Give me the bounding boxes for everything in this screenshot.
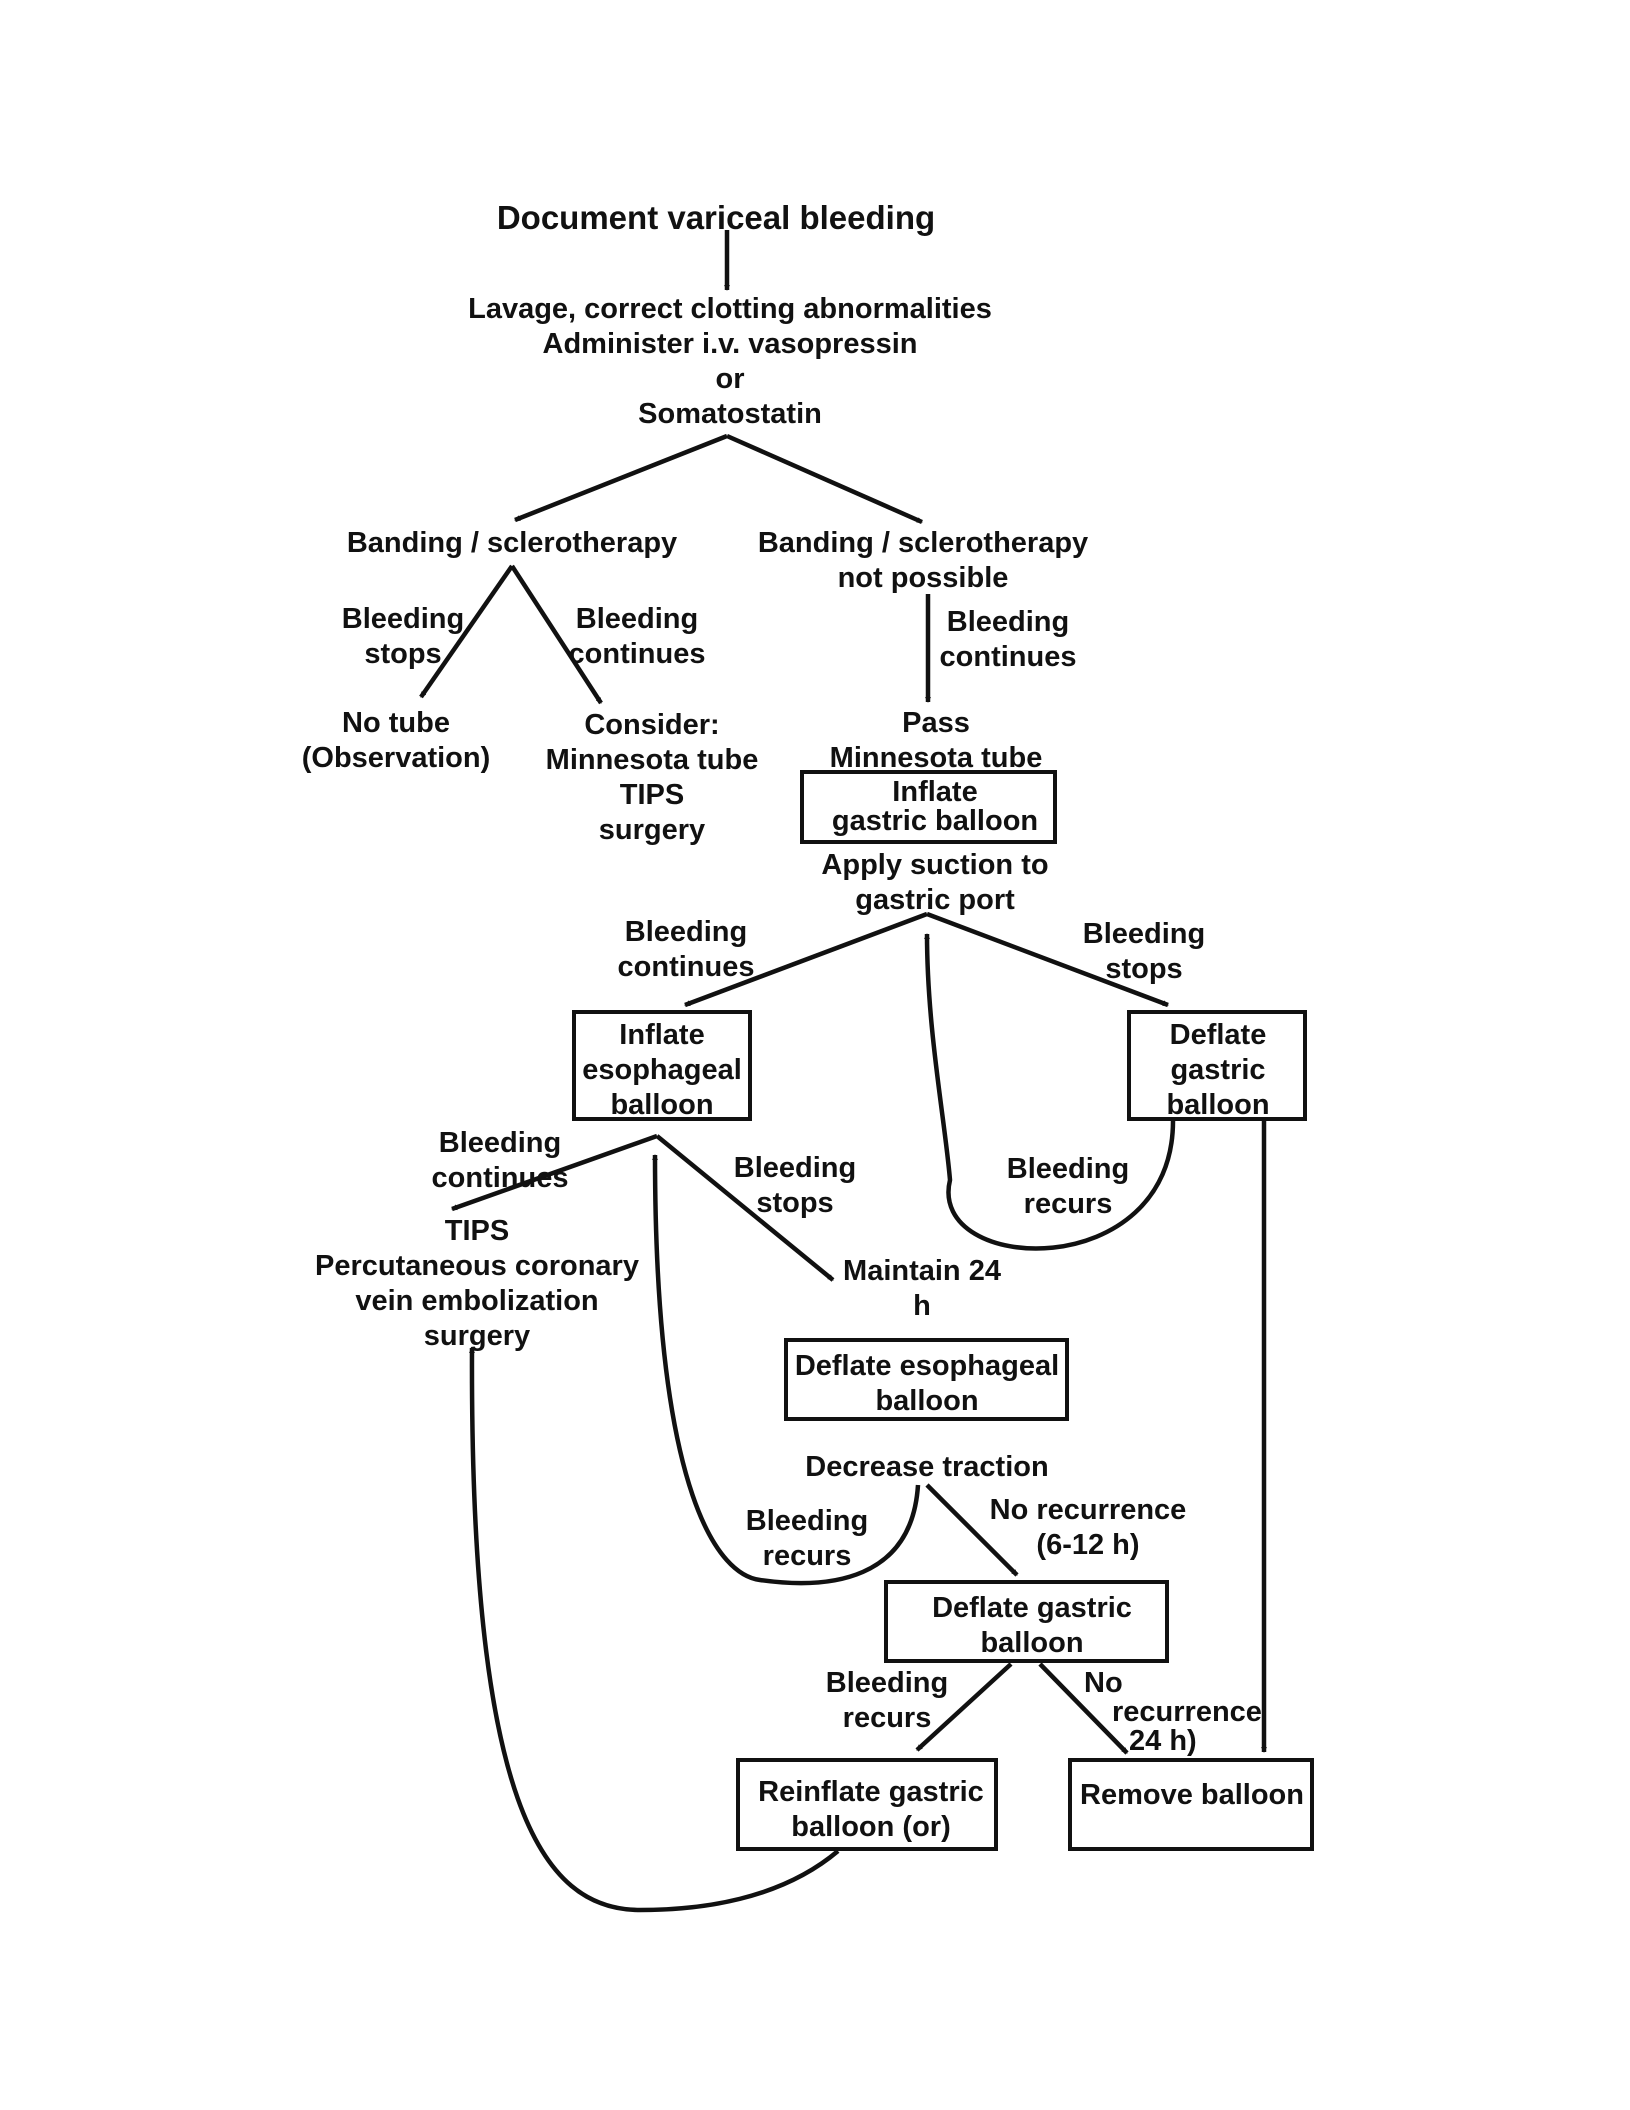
arrow-suction-to-inflate-esophageal: [684, 911, 928, 1008]
arrow-banding-to-consider: [510, 564, 603, 705]
arrow-deflate-gastric-to-remove: [1038, 1662, 1129, 1755]
arrow-suction-to-deflate-gastric: [926, 911, 1169, 1008]
deflate-gastric-balloon-box-1: [1127, 1010, 1307, 1121]
loop-bleeding-recurs-to-suction: [924, 933, 1176, 1251]
inflate-esophageal-balloon-box: [572, 1010, 752, 1121]
node-decrease-traction: Decrease traction: [805, 1451, 1048, 1483]
arrow-deflate-gastric-to-reinflate: [915, 1662, 1013, 1752]
arrow-banding-to-no-tube: [419, 564, 514, 699]
arrow-initial-to-banding: [514, 433, 728, 523]
reinflate-gastric-balloon-box: [736, 1758, 998, 1851]
deflate-esophageal-balloon-box: [784, 1338, 1069, 1421]
arrow-initial-to-banding-not-possible: [726, 433, 923, 525]
loop-decrease-traction-recurs-to-esophageal: [652, 1154, 921, 1586]
arrow-esophageal-to-maintain: [655, 1134, 835, 1282]
edge-label-no-recurrence-6-12h: No recurrence(6-12 h): [990, 1494, 1187, 1561]
node-banding-sclerotherapy: Banding / sclerotherapy: [347, 527, 677, 559]
deflate-gastric-balloon-box-2: [884, 1580, 1169, 1663]
title-document-variceal-bleeding: Document variceal bleeding: [497, 199, 935, 236]
arrow-esophageal-to-tips: [451, 1133, 658, 1212]
remove-balloon-box: [1068, 1758, 1314, 1851]
arrow-decrease-traction-to-deflate-gastric: [925, 1483, 1019, 1577]
curve-reinflate-to-tips: [468, 1347, 840, 1913]
node-remove-balloon: Remove balloon: [1080, 1779, 1304, 1811]
inflate-gastric-balloon-box: [800, 770, 1057, 844]
node-no-tube: No tube(Observation): [302, 707, 491, 774]
